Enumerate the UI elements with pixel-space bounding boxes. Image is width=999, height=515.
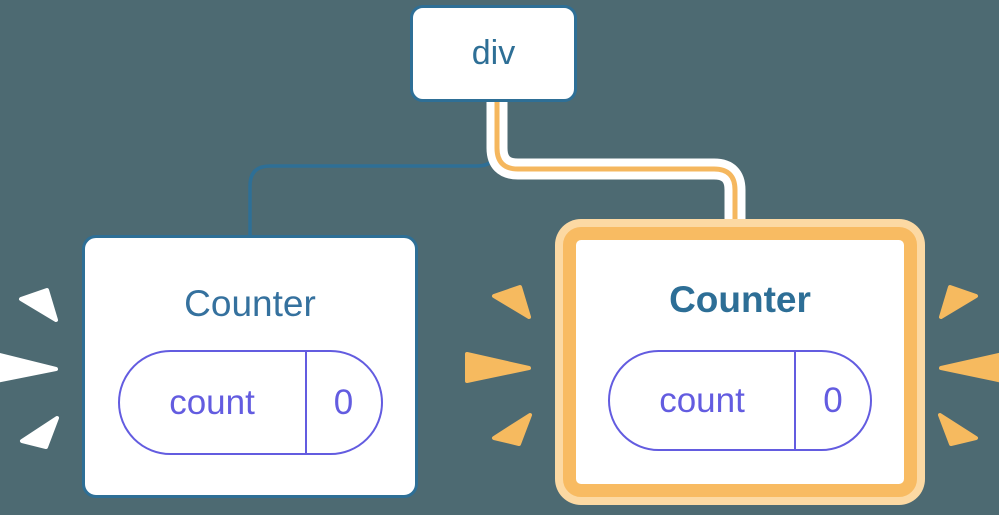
burst-icon (492, 413, 532, 446)
connector-right-casing (486, 101, 746, 230)
burst-icon (939, 285, 978, 319)
burst-icon (939, 352, 999, 383)
state-value: 0 (823, 380, 843, 420)
state-value: 0 (333, 382, 354, 422)
burst-icon (492, 285, 531, 319)
root-node-div: div (410, 5, 577, 102)
connector-right-edge (494, 101, 738, 230)
burst-icon (20, 416, 59, 449)
state-key: count (120, 352, 307, 453)
component-card-counter-left: Counter count 0 (82, 235, 418, 498)
burst-icon (938, 413, 978, 446)
root-node-label: div (471, 34, 516, 72)
component-title: Counter (669, 279, 811, 320)
burst-group-orange (465, 285, 999, 446)
burst-icon (465, 352, 531, 383)
burst-group-white (0, 288, 59, 449)
state-pill: count 0 (608, 350, 872, 451)
component-title: Counter (184, 283, 316, 324)
state-key: count (610, 352, 796, 449)
burst-icon (0, 352, 58, 383)
burst-icon (19, 288, 58, 322)
connector-left-edge (248, 101, 499, 237)
component-card-counter-right-highlighted: Counter count 0 (563, 227, 917, 497)
state-pill: count 0 (117, 350, 383, 455)
